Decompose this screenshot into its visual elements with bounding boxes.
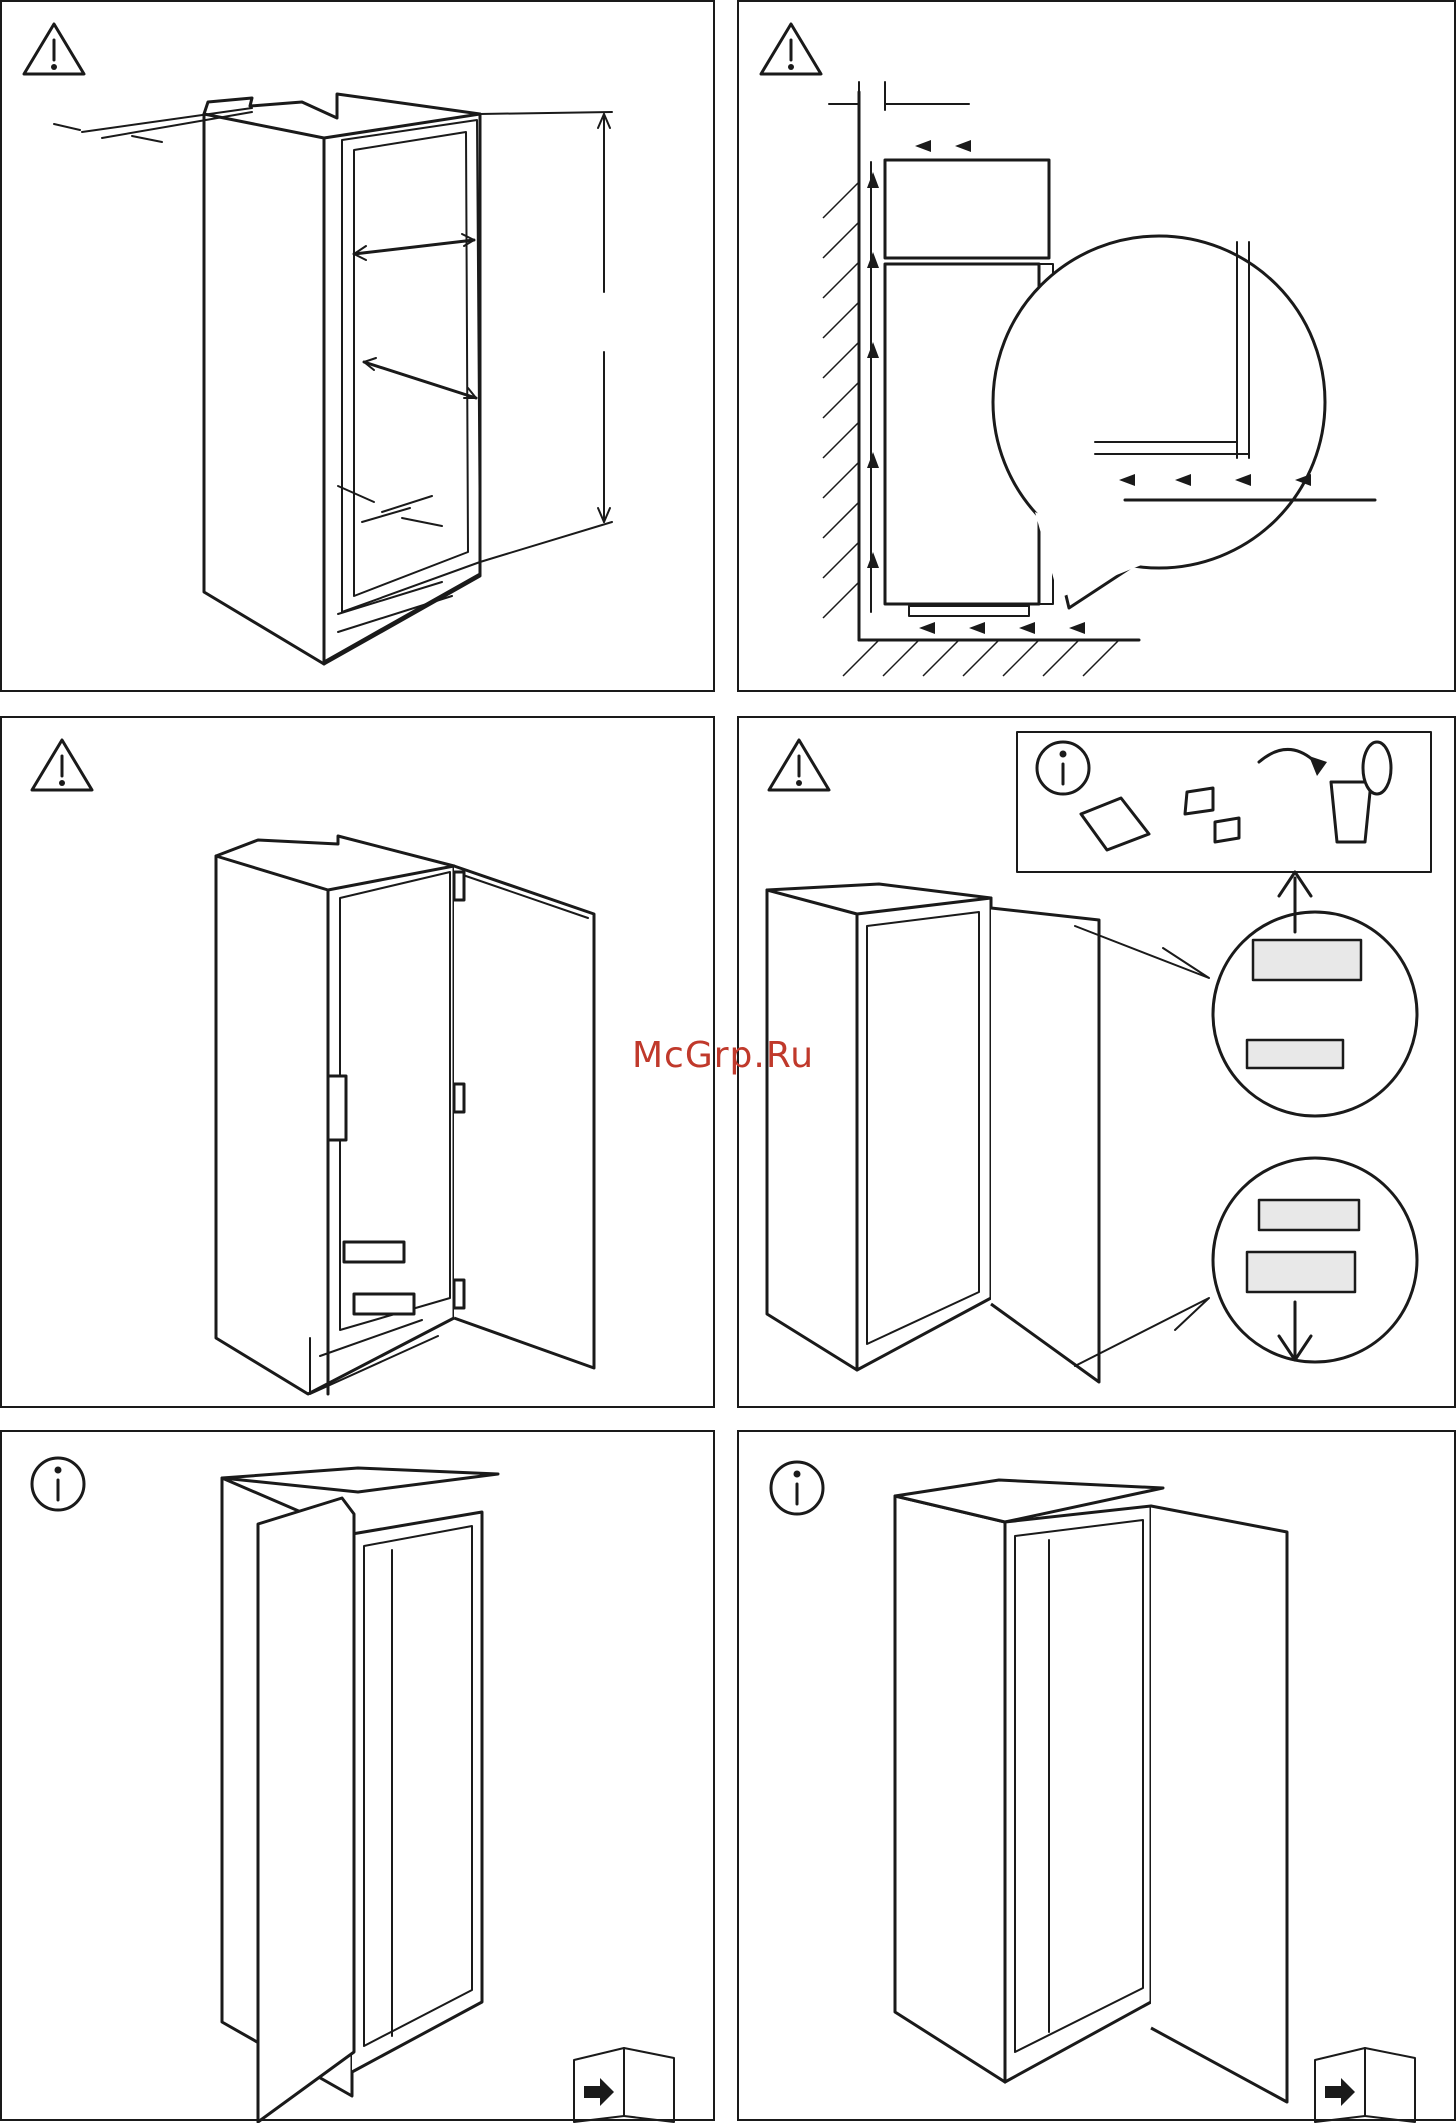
detail-callout <box>993 236 1375 608</box>
panel-ventilation <box>737 0 1456 692</box>
info-icon <box>771 1462 823 1514</box>
cabinet-niche <box>204 94 480 664</box>
detail-callout-bottom <box>1075 1158 1417 1366</box>
panel-door-left <box>0 1430 715 2121</box>
warning-icon <box>32 740 92 790</box>
door-right-diagram <box>739 1432 1456 2123</box>
info-icon <box>32 1458 84 1510</box>
warning-icon <box>769 740 829 790</box>
niche-dimensions-diagram <box>2 2 717 694</box>
panel-door-hinges <box>0 716 715 1408</box>
watermark-text: McGrp.Ru <box>632 1035 814 1076</box>
door-hinges-diagram <box>2 718 717 1410</box>
book-arrow-icon <box>574 2048 674 2122</box>
panel-niche-dimensions <box>0 0 715 692</box>
info-icon <box>1037 742 1089 794</box>
warning-icon <box>761 24 821 74</box>
cabinet-door-left <box>222 1468 498 2122</box>
cabinet-door-right <box>895 1480 1287 2102</box>
spare-parts-diagram <box>739 718 1456 1410</box>
panel-door-right <box>737 1430 1456 2121</box>
panel-spare-parts <box>737 716 1456 1408</box>
warning-icon <box>24 24 84 74</box>
detail-callout-top <box>1075 872 1417 1116</box>
book-arrow-icon <box>1315 2048 1415 2122</box>
ventilation-diagram <box>739 2 1456 694</box>
cabinet-with-open-door <box>216 836 594 1394</box>
gap-dimension <box>829 82 969 110</box>
cabinet-open-door <box>767 884 1099 1382</box>
info-box <box>1017 732 1431 872</box>
door-left-diagram <box>2 1432 717 2123</box>
